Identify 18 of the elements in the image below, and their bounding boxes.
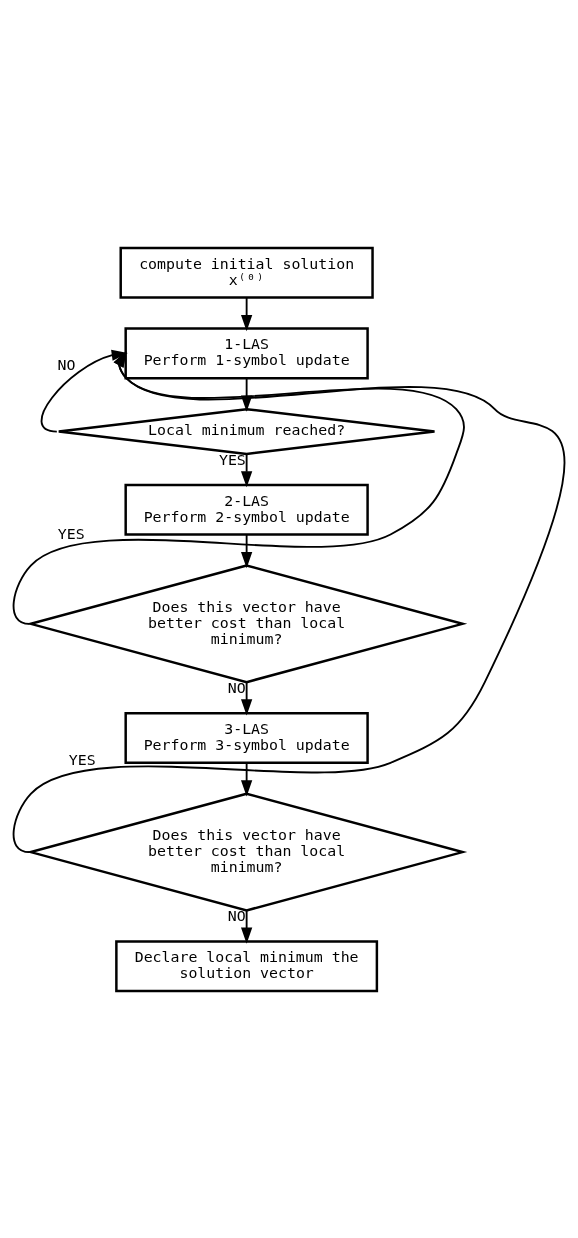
node-box: 3-LAS Perform 3-symbol update <box>124 711 369 764</box>
node-box: Declare local minimum the solution vector <box>115 939 379 992</box>
node-box: compute initial solution x⁽⁰⁾ <box>119 246 374 299</box>
arrow <box>240 533 253 568</box>
arrow <box>240 452 253 487</box>
node-box: 2-LAS Perform 2-symbol update <box>124 483 369 536</box>
arrow <box>240 909 253 944</box>
arrow <box>12 350 566 853</box>
node-box: 1-LAS Perform 1-symbol update <box>124 326 369 379</box>
node-diamond: Local minimum reached? <box>57 407 436 455</box>
edge-label: NO <box>57 355 76 374</box>
arrow <box>40 349 128 432</box>
arrow <box>240 761 253 796</box>
arrow <box>240 680 253 715</box>
edge-label: YES <box>68 750 96 769</box>
edge-label: YES <box>57 524 85 543</box>
arrow <box>12 350 465 625</box>
arrow <box>240 296 253 331</box>
